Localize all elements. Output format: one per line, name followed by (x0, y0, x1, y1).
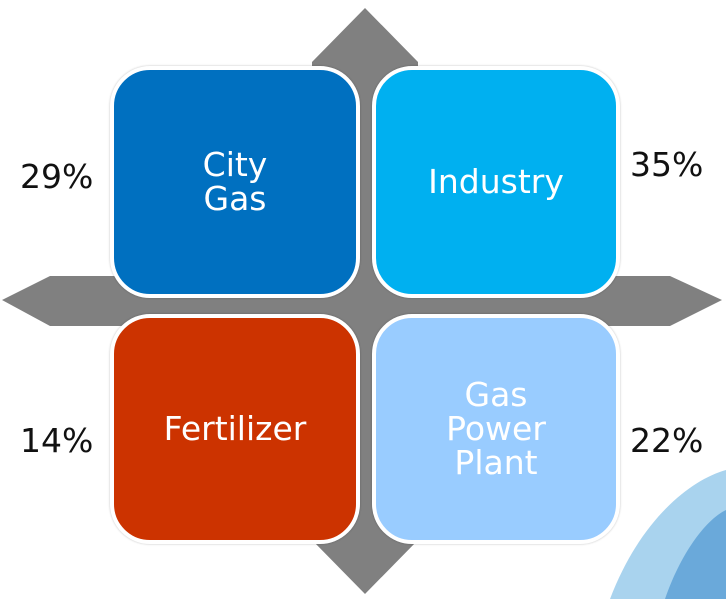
quadrant-fertilizer: Fertilizer (110, 314, 360, 544)
quadrant-label-line: Gas (203, 179, 267, 218)
percent-fertilizer: 14% (20, 421, 94, 460)
four-way-arrow-icon (2, 8, 722, 594)
quadrant-label-line: Plant (454, 443, 538, 482)
quadrant-label-line: Power (446, 409, 546, 448)
quadrant-gas-power-plant: Gas Power Plant (372, 314, 620, 544)
quadrant-label-line: Industry (428, 162, 564, 201)
quadrant-label-line: Gas (464, 375, 528, 414)
quadrant-label-line: City (202, 145, 268, 184)
percent-gas-power-plant: 22% (630, 421, 704, 460)
petal-decoration-dark-icon (665, 510, 726, 599)
quadrant-label-line: Fertilizer (163, 409, 307, 448)
quadrant-industry: Industry (372, 66, 620, 298)
percent-industry: 35% (630, 145, 704, 184)
percent-city-gas: 29% (20, 157, 94, 196)
quadrant-city-gas: City Gas (110, 66, 360, 298)
